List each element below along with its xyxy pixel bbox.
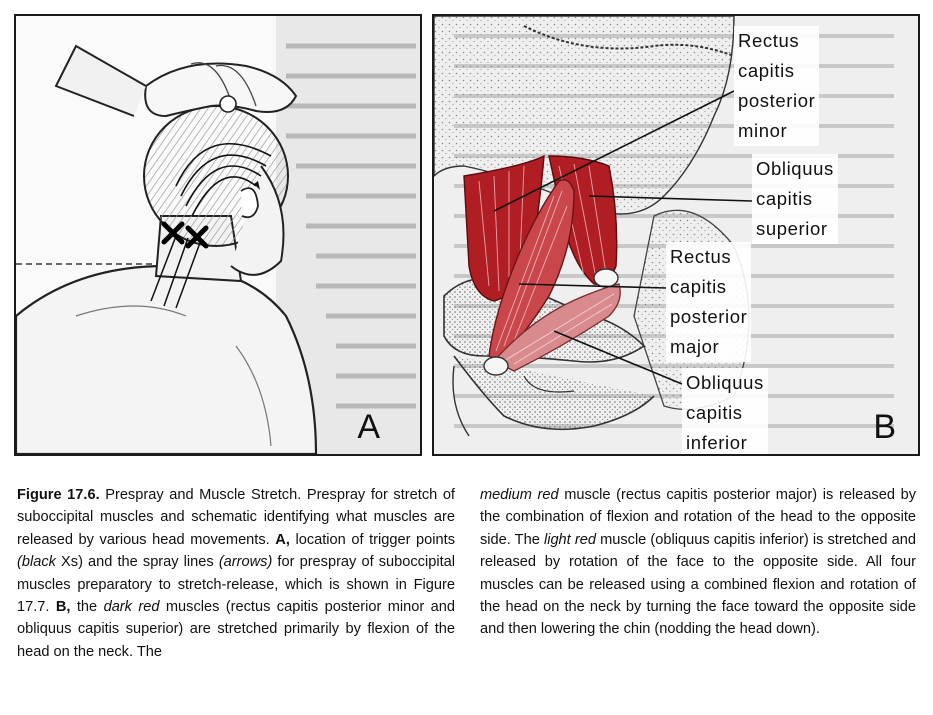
caption-panel-b-ref: B, [55, 599, 71, 616]
caption-title: Prespray and Muscle Stretch. [99, 487, 302, 503]
panel-a-illustration [16, 16, 420, 454]
panel-a-letter: A [357, 408, 380, 446]
caption-panel-a-ref: A, [275, 531, 290, 548]
panel-b-letter: B [873, 408, 896, 446]
label-rectus-capitis-posterior-minor: Rectus capitis posterior minor [734, 26, 820, 146]
label-rectus-capitis-posterior-major: Rectus capitis posterior major [666, 242, 752, 362]
label-obliquus-capitis-inferior: Obliquus capitis inferior [682, 368, 768, 454]
figure-caption-column-2: medium red muscle (rectus capitis poster… [480, 487, 916, 638]
label-obliquus-capitis-superior: Obliquus capitis superior [752, 154, 838, 244]
panel-b-illustration [434, 16, 918, 454]
panel-b: Rectus capitis posterior minor Obliquus … [432, 14, 920, 456]
figure-caption-column-1: Figure 17.6. Prespray and Muscle Stretch… [17, 487, 456, 660]
figure-label: Figure 17.6. [17, 487, 100, 503]
panel-a: A [14, 14, 422, 456]
